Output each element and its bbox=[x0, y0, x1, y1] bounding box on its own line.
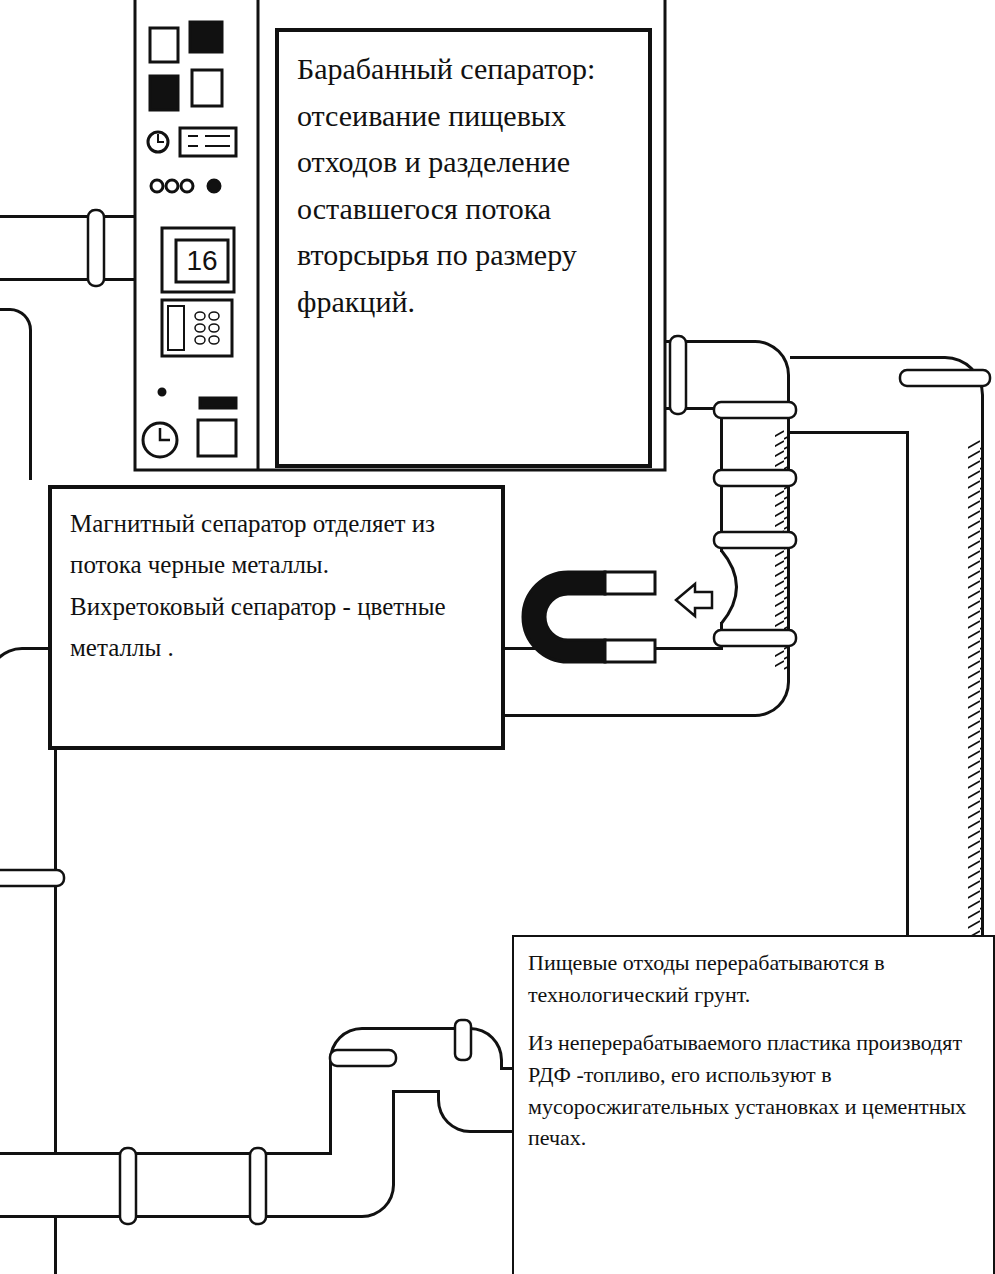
arrow-symbol bbox=[676, 584, 712, 616]
box-text: Барабанный сепаратор: отсеивание пищевых… bbox=[297, 46, 630, 325]
box-text: Пищевые отходы перерабатываются в технол… bbox=[528, 947, 979, 1011]
magnet-symbol bbox=[523, 572, 655, 662]
pipe-notch bbox=[718, 552, 724, 622]
display-number: 16 bbox=[176, 240, 228, 282]
control-panel bbox=[135, 0, 665, 470]
text-box: Пищевые отходы перерабатываются в технол… bbox=[512, 935, 995, 1274]
pipe-hatching bbox=[968, 440, 982, 985]
box-text: Из неперерабатываемого пластика производ… bbox=[528, 1027, 979, 1155]
text-box: Магнитный сепаратор отделяет из потока ч… bbox=[48, 485, 505, 750]
box-text: Магнитный сепаратор отделяет из потока ч… bbox=[70, 503, 483, 668]
text-box: Барабанный сепаратор: отсеивание пищевых… bbox=[275, 28, 652, 468]
pipe bbox=[0, 1060, 560, 1185]
pipe bbox=[0, 248, 140, 480]
pipe bbox=[790, 395, 945, 990]
pipe-notch bbox=[721, 550, 737, 624]
